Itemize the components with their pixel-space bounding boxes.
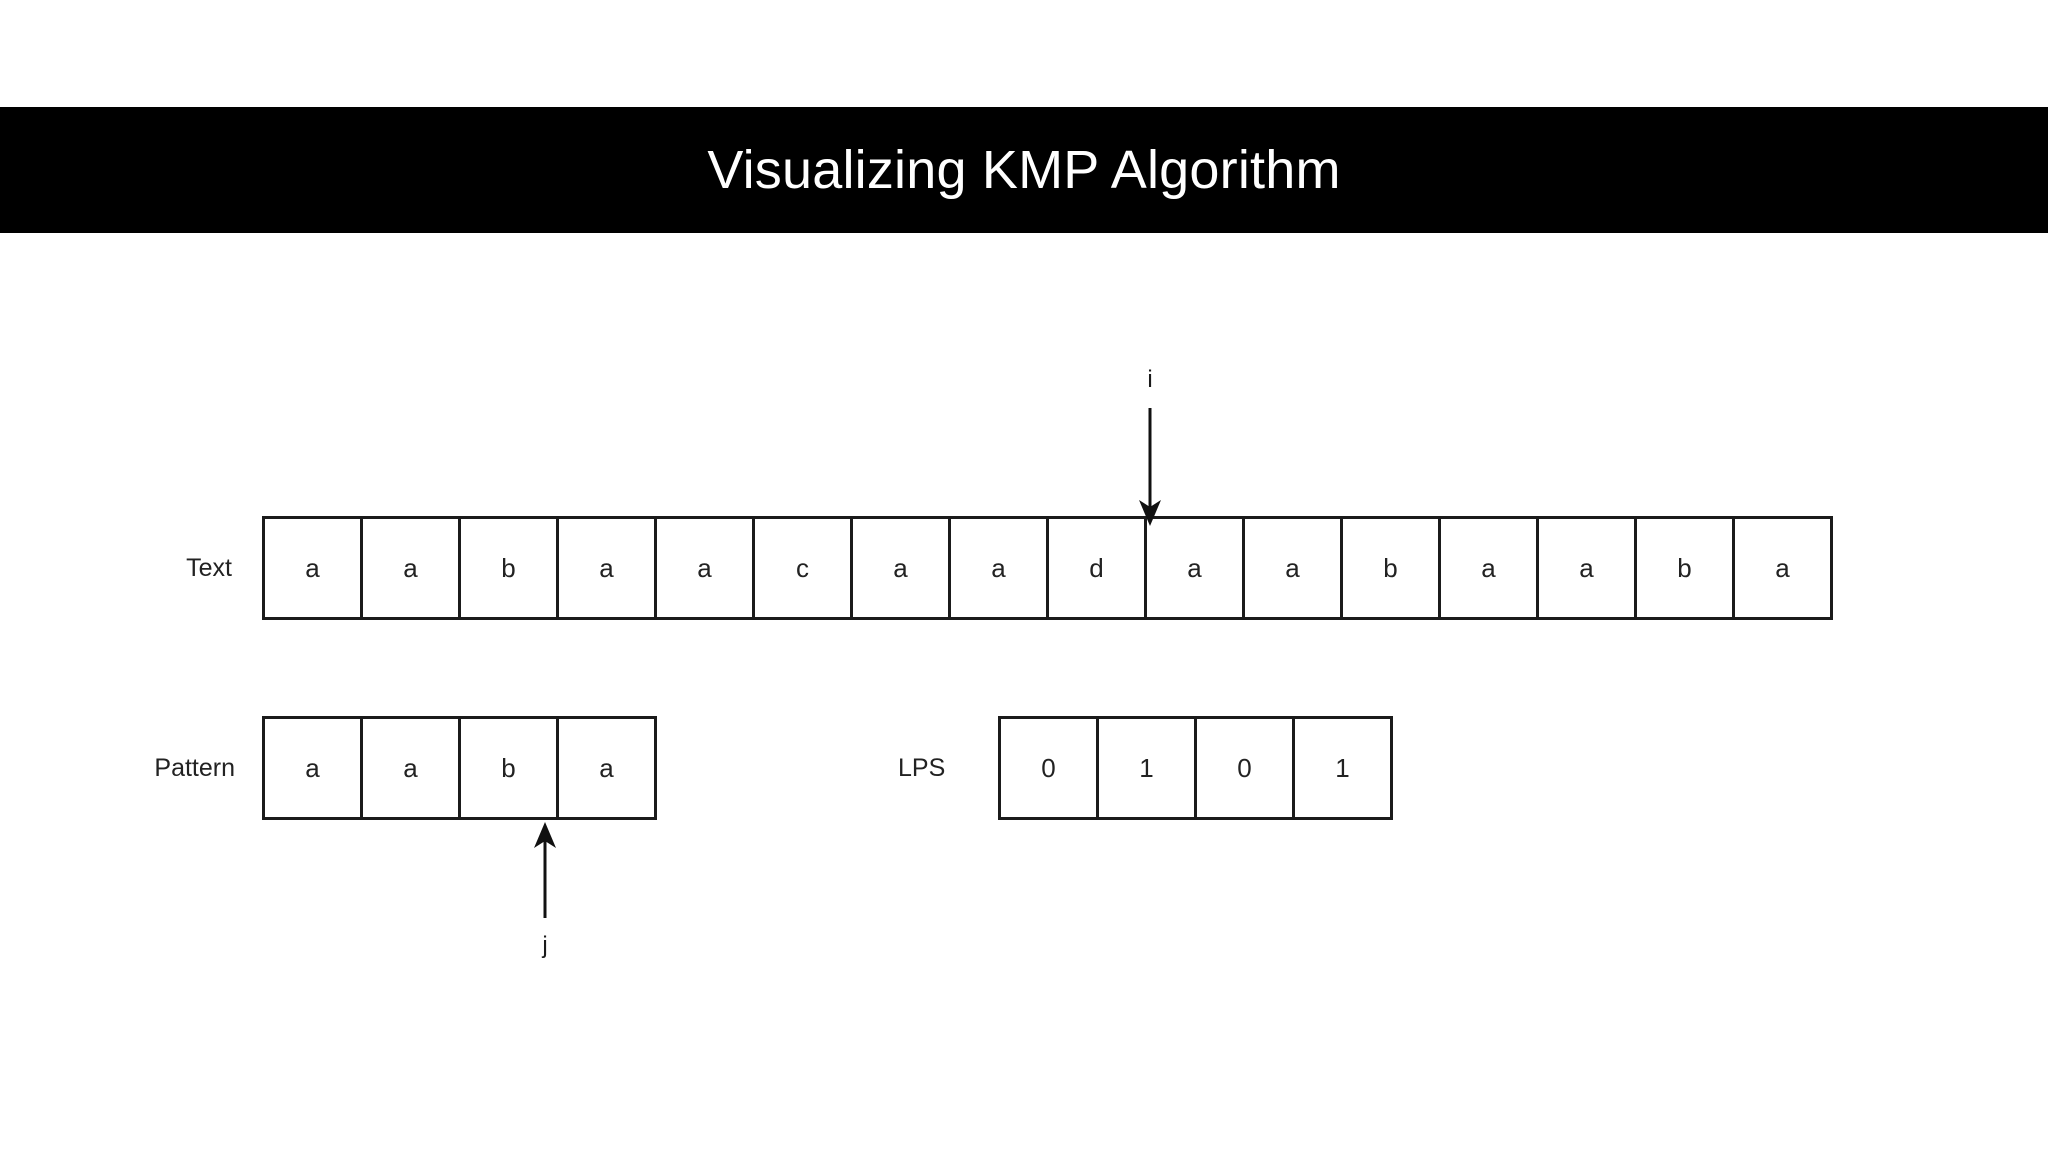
pointer-j-label: j — [542, 932, 548, 959]
title-banner: Visualizing KMP Algorithm — [0, 107, 2048, 233]
text-cell[interactable]: a — [1539, 519, 1637, 617]
text-cell[interactable]: b — [1343, 519, 1441, 617]
text-cell[interactable]: a — [853, 519, 951, 617]
lps-row: LPS 0 1 0 1 — [898, 716, 1393, 820]
pattern-cell[interactable]: a — [363, 719, 461, 817]
pattern-cell[interactable]: b — [461, 719, 559, 817]
text-row-label: Text — [186, 553, 232, 582]
text-cell[interactable]: a — [1245, 519, 1343, 617]
text-cell[interactable]: a — [657, 519, 755, 617]
lps-cell[interactable]: 0 — [1001, 719, 1099, 817]
pointer-j: j — [519, 822, 571, 958]
pointer-i: i — [1124, 368, 1176, 528]
pattern-cell[interactable]: a — [559, 719, 657, 817]
text-cell[interactable]: a — [363, 519, 461, 617]
text-cell[interactable]: a — [1735, 519, 1833, 617]
lps-cells: 0 1 0 1 — [998, 716, 1393, 820]
pattern-cells: a a b a — [262, 716, 657, 820]
text-cell[interactable]: a — [265, 519, 363, 617]
text-cell[interactable]: d — [1049, 519, 1147, 617]
text-cell[interactable]: b — [1637, 519, 1735, 617]
pattern-row: Pattern a a b a — [0, 716, 657, 820]
arrow-down-icon — [1139, 408, 1161, 526]
text-cell[interactable]: b — [461, 519, 559, 617]
pointer-i-label: i — [1147, 366, 1153, 393]
arrow-up-icon — [534, 822, 556, 918]
page-title: Visualizing KMP Algorithm — [707, 140, 1341, 200]
pattern-cell[interactable]: a — [265, 719, 363, 817]
pattern-row-label: Pattern — [154, 753, 235, 782]
text-cell[interactable]: a — [559, 519, 657, 617]
text-cells: a a b a a c a a d a a b a a b a — [262, 516, 1833, 620]
text-cell[interactable]: c — [755, 519, 853, 617]
lps-cell[interactable]: 1 — [1099, 719, 1197, 817]
lps-row-label: LPS — [898, 753, 946, 782]
lps-cell[interactable]: 1 — [1295, 719, 1393, 817]
text-cell[interactable]: a — [951, 519, 1049, 617]
text-row: Text a a b a a c a a d a a b a a b a — [0, 516, 1833, 620]
lps-cell[interactable]: 0 — [1197, 719, 1295, 817]
text-cell[interactable]: a — [1147, 519, 1245, 617]
text-cell[interactable]: a — [1441, 519, 1539, 617]
